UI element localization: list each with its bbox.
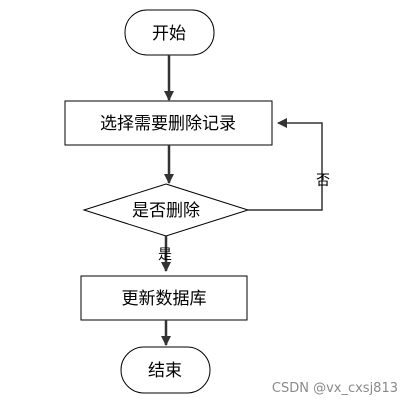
end-node-label: 结束: [148, 361, 182, 381]
edge-yes-label: 是: [158, 247, 172, 263]
edge-decision-no-loop: [248, 118, 323, 211]
select-record-node-shape: [64, 100, 273, 146]
select-record-node-label: 选择需要删除记录: [100, 114, 236, 134]
select-record-node: 选择需要删除记录: [64, 100, 273, 146]
decision-node: 是否删除: [82, 183, 250, 237]
update-database-node: 更新数据库: [80, 275, 248, 321]
decision-node-label: 是否删除: [132, 201, 200, 221]
start-node: 开始: [124, 9, 215, 56]
start-node-label: 开始: [152, 24, 186, 44]
end-node: 结束: [120, 346, 211, 394]
update-database-node-shape: [80, 275, 248, 321]
edge-no-label: 否: [316, 173, 330, 189]
end-node-shape: [120, 346, 211, 394]
watermark-text: CSDN @vx_cxsj813: [272, 381, 398, 396]
update-database-node-label: 更新数据库: [122, 289, 207, 309]
